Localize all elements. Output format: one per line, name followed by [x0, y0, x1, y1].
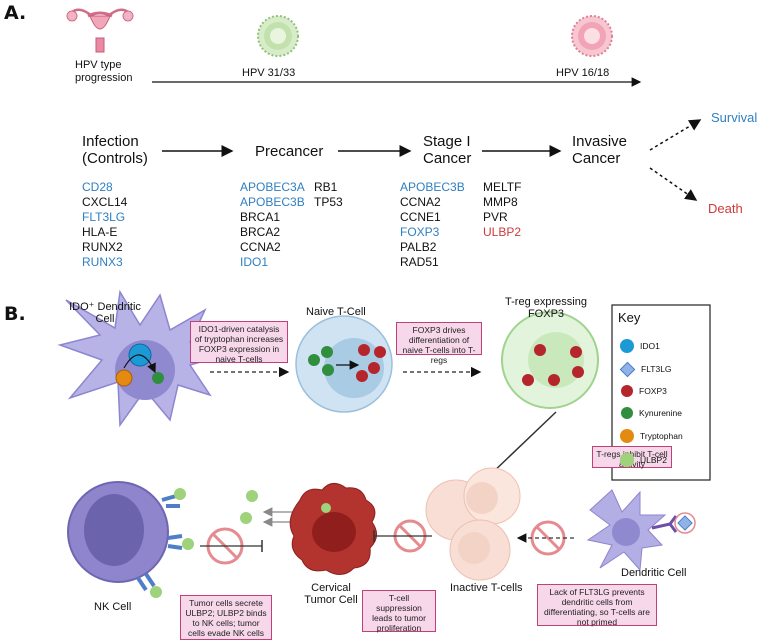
nk-cell-shape	[67, 481, 194, 598]
key-item-label: IDO1	[640, 341, 660, 351]
gene-item: IDO1	[240, 255, 269, 269]
key-item: FOXP3	[620, 380, 708, 402]
stage-infection-label: Infection (Controls)	[82, 133, 148, 167]
gene-item: CCNE1	[400, 210, 441, 224]
naive-tcell-shape	[295, 315, 393, 413]
dendritic-cell-shape	[586, 489, 696, 572]
nk-cell-label: NK Cell	[94, 601, 132, 613]
ido-catalysis-note: IDO1-driven catalysis of tryptophan incr…	[190, 321, 288, 364]
ulbp2-note: Tumor cells secrete ULBP2; ULBP2 binds t…	[180, 595, 272, 640]
gene-item: MELTF	[483, 180, 522, 194]
inhibited-tumor-icon	[373, 519, 432, 553]
key-item-label: Kynurenine	[639, 408, 683, 418]
inhibited-nk-icon	[200, 527, 263, 565]
gene-item: MMP8	[483, 195, 518, 209]
stage-precancer-label: Precancer	[255, 143, 324, 160]
treg-shape	[501, 311, 599, 409]
gene-item: FLT3LG	[82, 210, 126, 224]
gene-item: RAD51	[400, 255, 439, 269]
ido-dc-label: IDO⁺ Dendritic Cell	[69, 301, 141, 325]
treg-label: T-reg expressing FOXP3	[505, 296, 587, 320]
gene-item: RUNX3	[82, 255, 123, 269]
inhibited-dendritic-icon	[516, 520, 574, 556]
kynurenine-icon	[621, 407, 633, 419]
stage-stage1-label: Stage I Cancer	[423, 133, 472, 167]
precancer-gene-list-1: APOBEC3A APOBEC3B BRCA1 BRCA2 CCNA2 IDO1	[240, 180, 305, 270]
panel-b-label: B.	[4, 303, 26, 325]
key-item: Tryptophan	[620, 424, 708, 448]
gene-item: PVR	[483, 210, 508, 224]
inactive-tcells-label: Inactive T-cells	[450, 582, 523, 594]
panel-a-label: A.	[4, 2, 27, 24]
hpv-16-18-virus-icon	[571, 15, 613, 57]
gene-item: CXCL14	[82, 195, 128, 209]
key-title: Key	[618, 310, 641, 325]
tumor-cell-label: Cervical Tumor Cell	[304, 582, 358, 606]
flt3lg-note: Lack of FLT3LG prevents dendritic cells …	[537, 584, 657, 627]
gene-item: RB1	[314, 180, 338, 194]
key-item-label: FLT3LG	[641, 364, 672, 374]
stage1-gene-list-2: MELTF MMP8 PVR ULBP2	[483, 180, 521, 240]
tumor-cell-shape	[289, 483, 377, 575]
inactive-tcells-shape	[425, 467, 521, 581]
hpv-16-18-label: HPV 16/18	[556, 67, 610, 79]
infection-gene-list: CD28 CXCL14 FLT3LG HLA-E RUNX2 RUNX3	[82, 180, 127, 270]
key-item-label: ULBP2	[640, 455, 667, 465]
key-list: IDO1 FLT3LG FOXP3 Kynurenine Tryptophan …	[619, 334, 708, 472]
key-item: Kynurenine	[620, 402, 708, 424]
suppression-note: T-cell suppression leads to tumor prolif…	[362, 590, 436, 633]
gene-item: BRCA1	[240, 210, 281, 224]
hpv-31-33-label: HPV 31/33	[242, 67, 296, 79]
stage1-gene-list-1: APOBEC3B CCNA2 CCNE1 FOXP3 PALB2 RAD51	[400, 180, 465, 270]
foxp3-icon	[621, 385, 633, 397]
gene-item: CCNA2	[400, 195, 441, 209]
hpv-progression-label: HPV type progression	[75, 59, 133, 84]
gene-item: CD28	[82, 180, 113, 194]
tryptophan-icon	[620, 429, 634, 443]
dendritic-cell-label: Dendritic Cell	[621, 567, 687, 579]
outcome-death-label: Death	[708, 201, 743, 216]
gene-item: CCNA2	[240, 240, 281, 254]
gene-item: FOXP3	[400, 225, 440, 239]
ido1-icon	[620, 339, 634, 353]
hpv-31-33-virus-icon	[257, 15, 299, 57]
uterus-icon	[66, 8, 134, 53]
flt3lg-icon	[619, 361, 636, 377]
ido-dendritic-cell-shape	[57, 289, 228, 428]
gene-item: ULBP2	[483, 225, 522, 239]
outcome-survival-label: Survival	[711, 110, 758, 125]
key-item: ULBP2	[620, 448, 708, 472]
gene-item: HLA-E	[82, 225, 118, 239]
foxp3-differentiation-note: FOXP3 drives differentiation of naive T-…	[396, 322, 482, 365]
key-item: FLT3LG	[619, 358, 708, 380]
gene-item: BRCA2	[240, 225, 281, 239]
key-item-label: FOXP3	[639, 386, 667, 396]
gene-item: RUNX2	[82, 240, 123, 254]
key-item: IDO1	[620, 334, 708, 358]
ulbp2-icon	[620, 453, 634, 467]
gene-item: TP53	[314, 195, 343, 209]
precancer-gene-list-2: RB1 TP53	[314, 180, 343, 210]
naive-tcell-label: Naive T-Cell	[306, 306, 366, 318]
gene-item: PALB2	[400, 240, 437, 254]
key-item-label: Tryptophan	[640, 431, 683, 441]
stage-invasive-label: Invasive Cancer	[572, 133, 628, 167]
gene-item: APOBEC3A	[240, 180, 305, 194]
gene-item: APOBEC3B	[240, 195, 305, 209]
gene-item: APOBEC3B	[400, 180, 465, 194]
